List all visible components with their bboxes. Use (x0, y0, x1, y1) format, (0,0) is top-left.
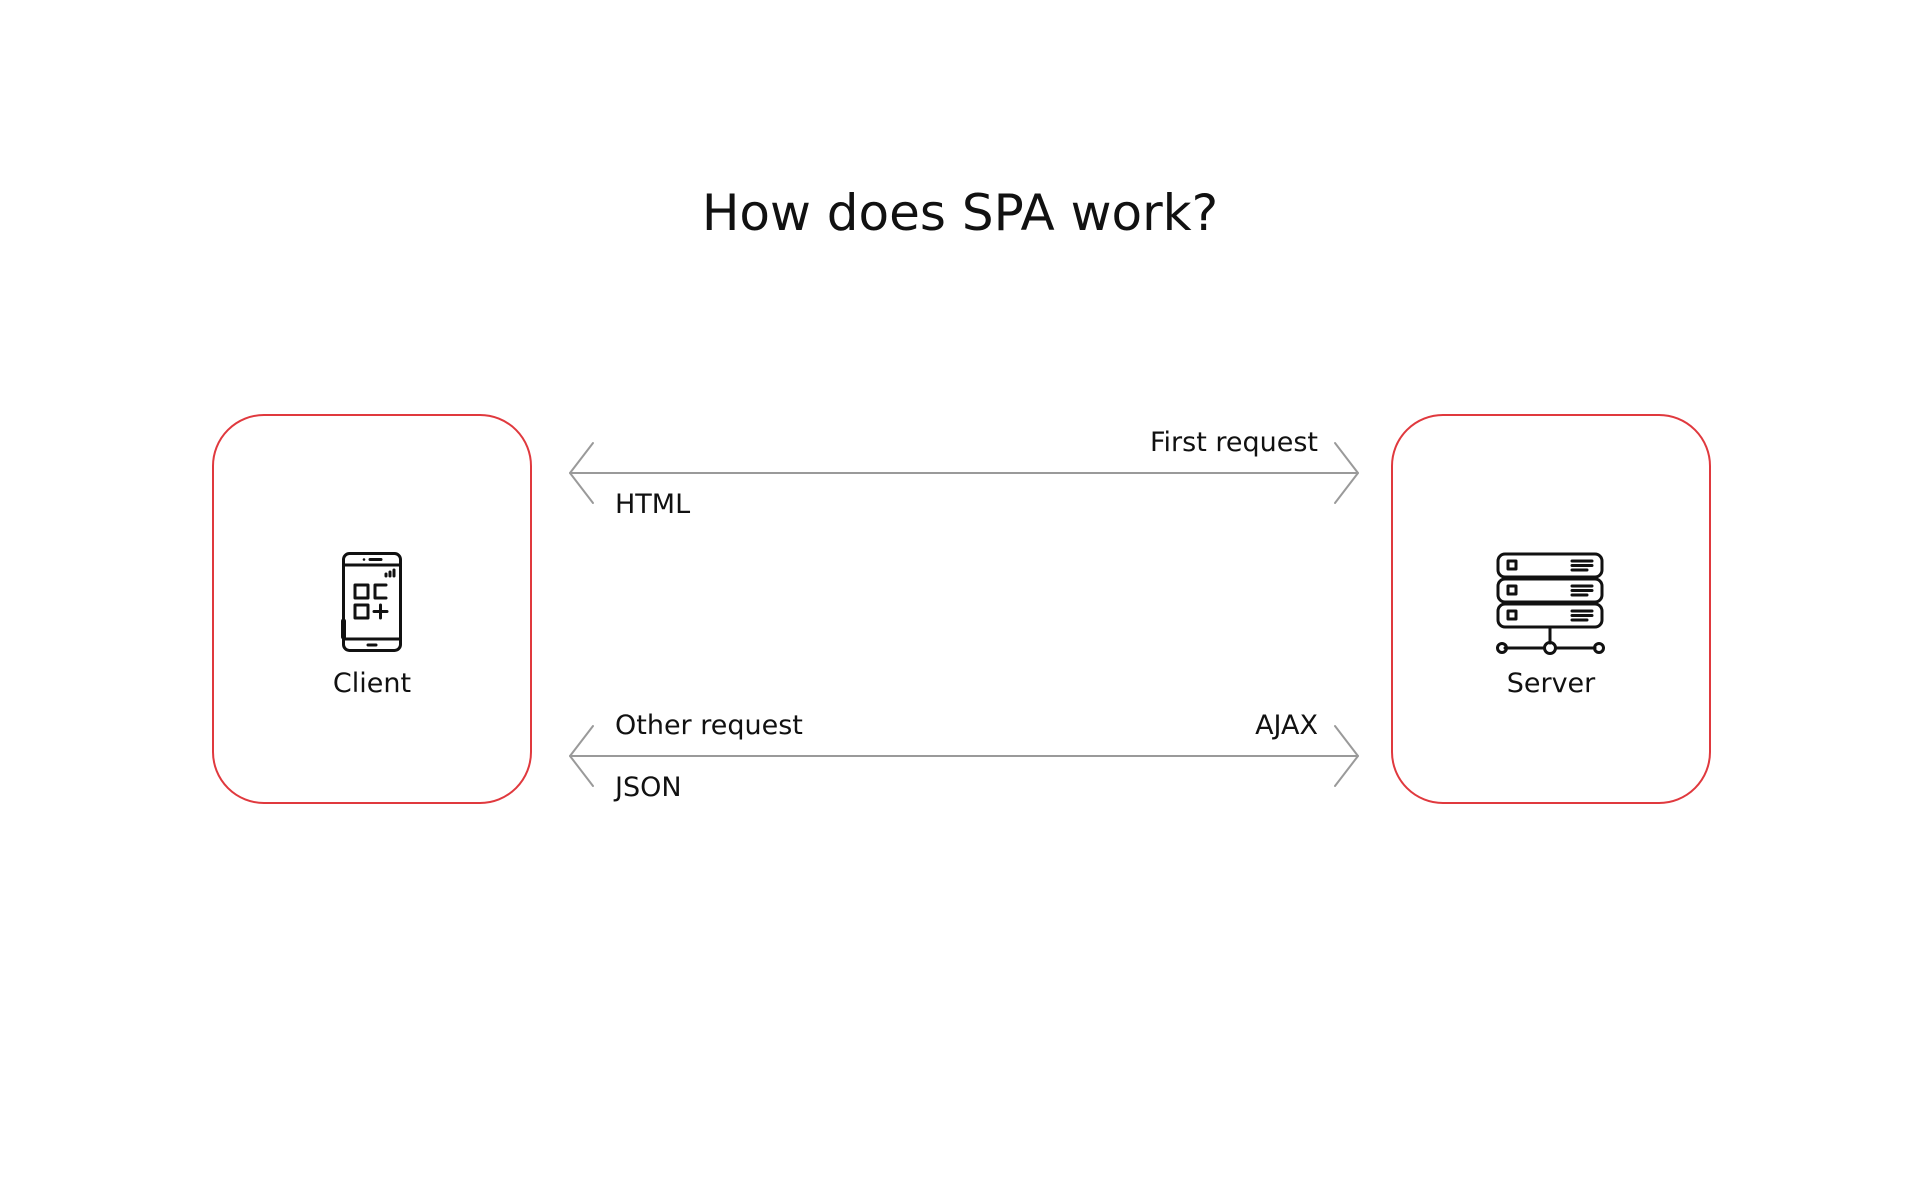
first-request-arrow (569, 442, 1359, 504)
ajax-label: AJAX (1255, 710, 1318, 741)
client-node: Client (212, 414, 532, 804)
other-request-label: Other request (615, 710, 803, 741)
server-node: Server (1391, 414, 1711, 804)
client-label: Client (332, 668, 412, 699)
other-request-arrow (569, 725, 1359, 787)
json-response-label: JSON (615, 772, 682, 803)
first-request-label: First request (1149, 427, 1318, 458)
smartphone-app-icon (214, 551, 530, 653)
server-rack-network-icon (1393, 551, 1709, 655)
server-label: Server (1506, 668, 1596, 699)
diagram-title: How does SPA work? (701, 184, 1219, 242)
html-response-label: HTML (615, 489, 691, 520)
